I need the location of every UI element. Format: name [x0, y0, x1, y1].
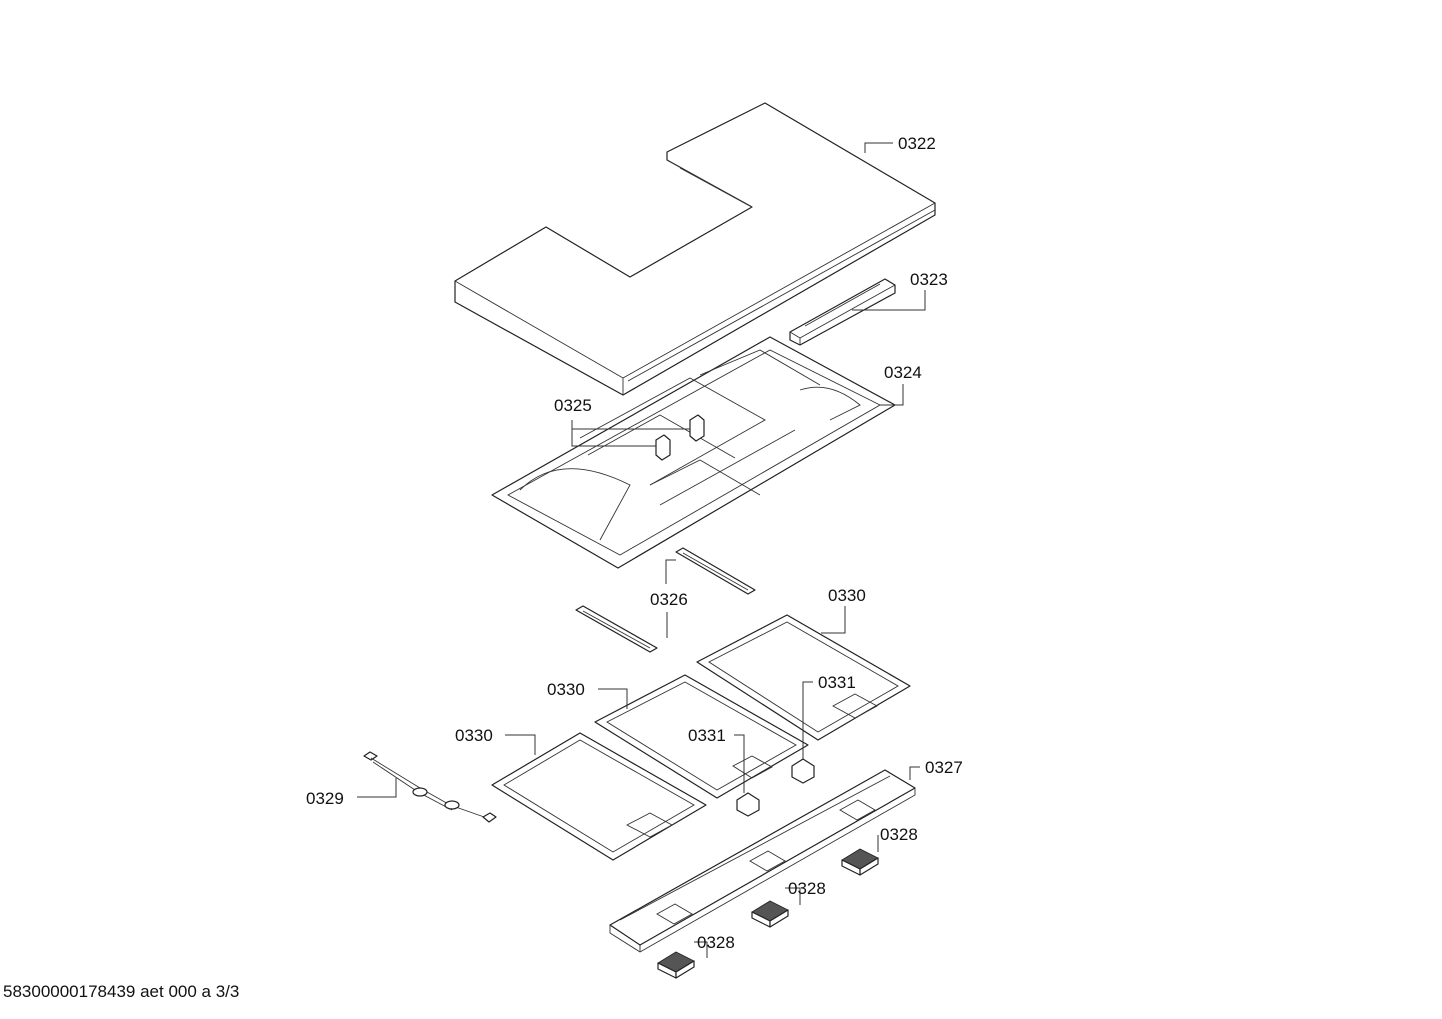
part-0325-clip-right[interactable] [689, 414, 705, 442]
part-0325-clip-left[interactable] [655, 434, 671, 461]
leader-lines [357, 142, 926, 958]
callout-0325: 0325 [554, 396, 592, 415]
part-0328-clip-bottom[interactable] [657, 951, 695, 979]
callout-0324: 0324 [884, 363, 922, 382]
callout-0328-top: 0328 [880, 825, 918, 844]
part-0331-latch-back[interactable] [791, 758, 815, 784]
part-0330-filter-middle[interactable] [594, 674, 809, 799]
document-reference: 58300000178439 aet 000 a 3/3 [3, 982, 240, 1001]
part-0326-rail-upper[interactable] [675, 547, 756, 595]
callout-0330-middle: 0330 [547, 680, 585, 699]
callout-0323: 0323 [910, 270, 948, 289]
part-0330-filter-front[interactable] [491, 732, 707, 861]
part-0327-grille-panel[interactable] [609, 769, 916, 953]
callout-0326: 0326 [650, 590, 688, 609]
callout-0329: 0329 [306, 789, 344, 808]
part-0328-clip-top[interactable] [841, 848, 879, 876]
part-0331-latch-front[interactable] [736, 792, 760, 817]
part-0324-tray[interactable] [491, 336, 896, 569]
callout-0328-middle: 0328 [788, 879, 826, 898]
callout-0327: 0327 [925, 758, 963, 777]
callout-0331-back: 0331 [818, 673, 856, 692]
part-0329-cable[interactable] [363, 751, 497, 823]
callout-0331-front: 0331 [688, 726, 726, 745]
part-0322-top-cover[interactable] [454, 102, 936, 396]
part-0328-clip-middle[interactable] [751, 900, 789, 928]
callout-0322: 0322 [898, 134, 936, 153]
callout-0330-back: 0330 [828, 586, 866, 605]
callout-0330-front: 0330 [455, 726, 493, 745]
part-0330-filter-back[interactable] [696, 614, 911, 741]
part-0326-rail-lower[interactable] [575, 605, 658, 653]
callout-0328-bottom: 0328 [697, 933, 735, 952]
part-0323-bracket[interactable] [789, 278, 896, 346]
